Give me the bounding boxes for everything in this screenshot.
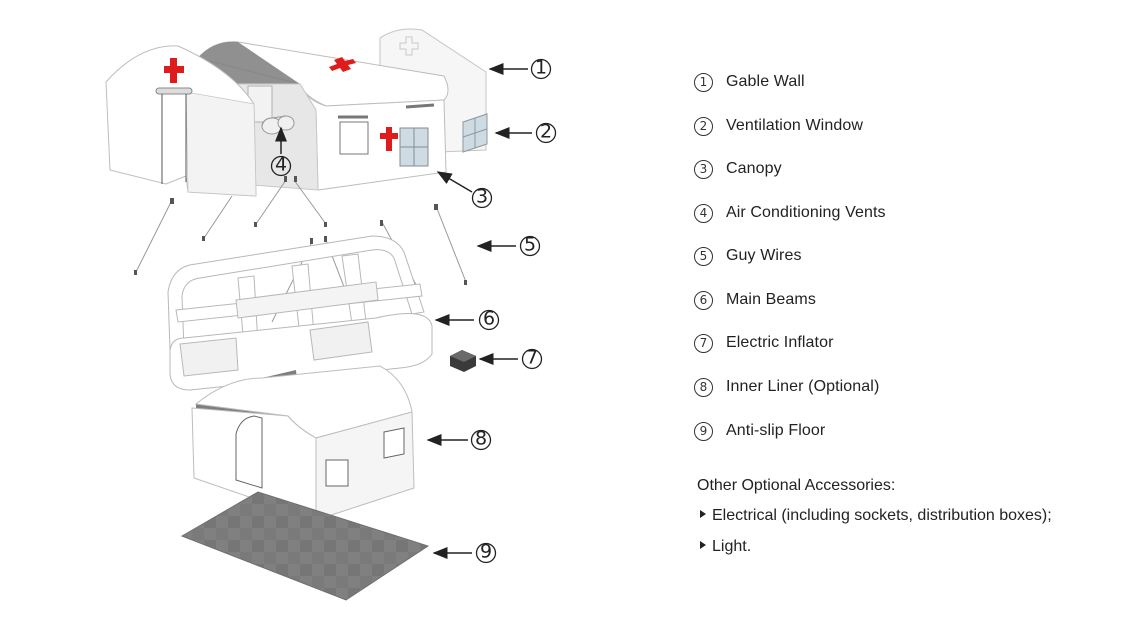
canopy-roof-cross [329,57,356,72]
legend-item-canopy: 3 Canopy [694,156,782,182]
gable-door-rail [155,87,193,95]
legend-label: Electric Inflator [726,334,834,351]
front-window [339,121,369,155]
inner-liner-window-side [383,427,405,459]
front-window-glazed [399,103,435,167]
svg-text:7: 7 [526,347,538,369]
legend-number: 2 [694,116,713,136]
guy-wire-stakes [134,176,467,285]
callout-6: 6 [478,308,500,331]
accessory-label: Light. [712,538,752,555]
canopy-front-cross [380,127,398,151]
legend-label: Guy Wires [726,247,802,264]
callout-3: 3 [471,186,493,209]
svg-text:1: 1 [535,57,547,79]
svg-text:6: 6 [483,308,495,330]
callout-2: 2 [535,121,557,144]
callout-arrows [275,63,532,559]
callout-9: 9 [475,541,497,564]
exploded-tent-diagram: 1 2 3 4 5 6 7 8 [105,28,557,601]
legend-item-gable-wall: 1 Gable Wall [694,69,805,95]
accessory-item-electrical: Electrical (including sockets, distribut… [700,504,1052,528]
legend-item-main-beams: 6 Main Beams [694,287,816,313]
legend-number: 9 [694,421,713,441]
callout-8: 8 [470,428,492,451]
inner-liner-window-front [325,459,349,487]
legend-label: Gable Wall [726,73,805,90]
callout-labels: 1 2 3 4 5 6 7 8 [270,57,557,564]
svg-text:5: 5 [524,234,536,256]
optional-accessories: Other Optional Accessories: Electrical (… [697,474,1052,555]
legend-number: 3 [694,159,713,179]
legend-number: 6 [694,290,713,310]
legend-number: 7 [694,333,713,353]
main-beams [167,235,433,409]
bullet-triangle-icon [700,540,706,549]
legend-item-inner-liner: 8 Inner Liner (Optional) [694,374,879,400]
anti-slip-floor [180,491,430,601]
svg-text:9: 9 [480,541,492,563]
legend-item-ac-vents: 4 Air Conditioning Vents [694,200,886,226]
svg-text:8: 8 [475,428,487,450]
legend-item-ventilation-window: 2 Ventilation Window [694,113,863,139]
legend-number: 5 [694,246,713,266]
legend-item-anti-slip-floor: 9 Anti-slip Floor [694,418,825,444]
legend-label: Canopy [726,160,782,177]
legend-item-guy-wires: 5 Guy Wires [694,243,802,269]
gable-cross-faded [399,36,419,56]
legend-label: Inner Liner (Optional) [726,378,880,395]
callout-5: 5 [519,234,541,257]
svg-text:3: 3 [476,186,488,208]
inner-liner [191,365,415,521]
callout-4: 4 [270,154,292,177]
arrow-3 [436,171,473,193]
legend-number: 4 [694,203,713,223]
gable-wall-cross [164,58,184,83]
svg-text:4: 4 [275,154,287,176]
upper-tent [105,28,488,197]
legend-number: 1 [694,72,713,92]
gable-wall-shadow [185,91,257,197]
legend-label: Main Beams [726,291,816,308]
legend-label: Ventilation Window [726,117,863,134]
callout-7: 7 [521,347,543,370]
ventilation-window [462,113,488,153]
accessories-title: Other Optional Accessories: [697,477,896,494]
accessory-label: Electrical (including sockets, distribut… [712,507,1052,524]
callout-1: 1 [530,57,552,80]
legend-label: Anti-slip Floor [726,422,826,439]
legend-item-electric-inflator: 7 Electric Inflator [694,330,834,356]
legend-number: 8 [694,377,713,397]
svg-text:2: 2 [540,121,552,143]
inner-liner-door [235,415,263,489]
bullet-triangle-icon [700,509,706,518]
legend-label: Air Conditioning Vents [726,204,886,221]
electric-inflator [450,350,476,372]
accessory-item-light: Light. [700,535,751,559]
